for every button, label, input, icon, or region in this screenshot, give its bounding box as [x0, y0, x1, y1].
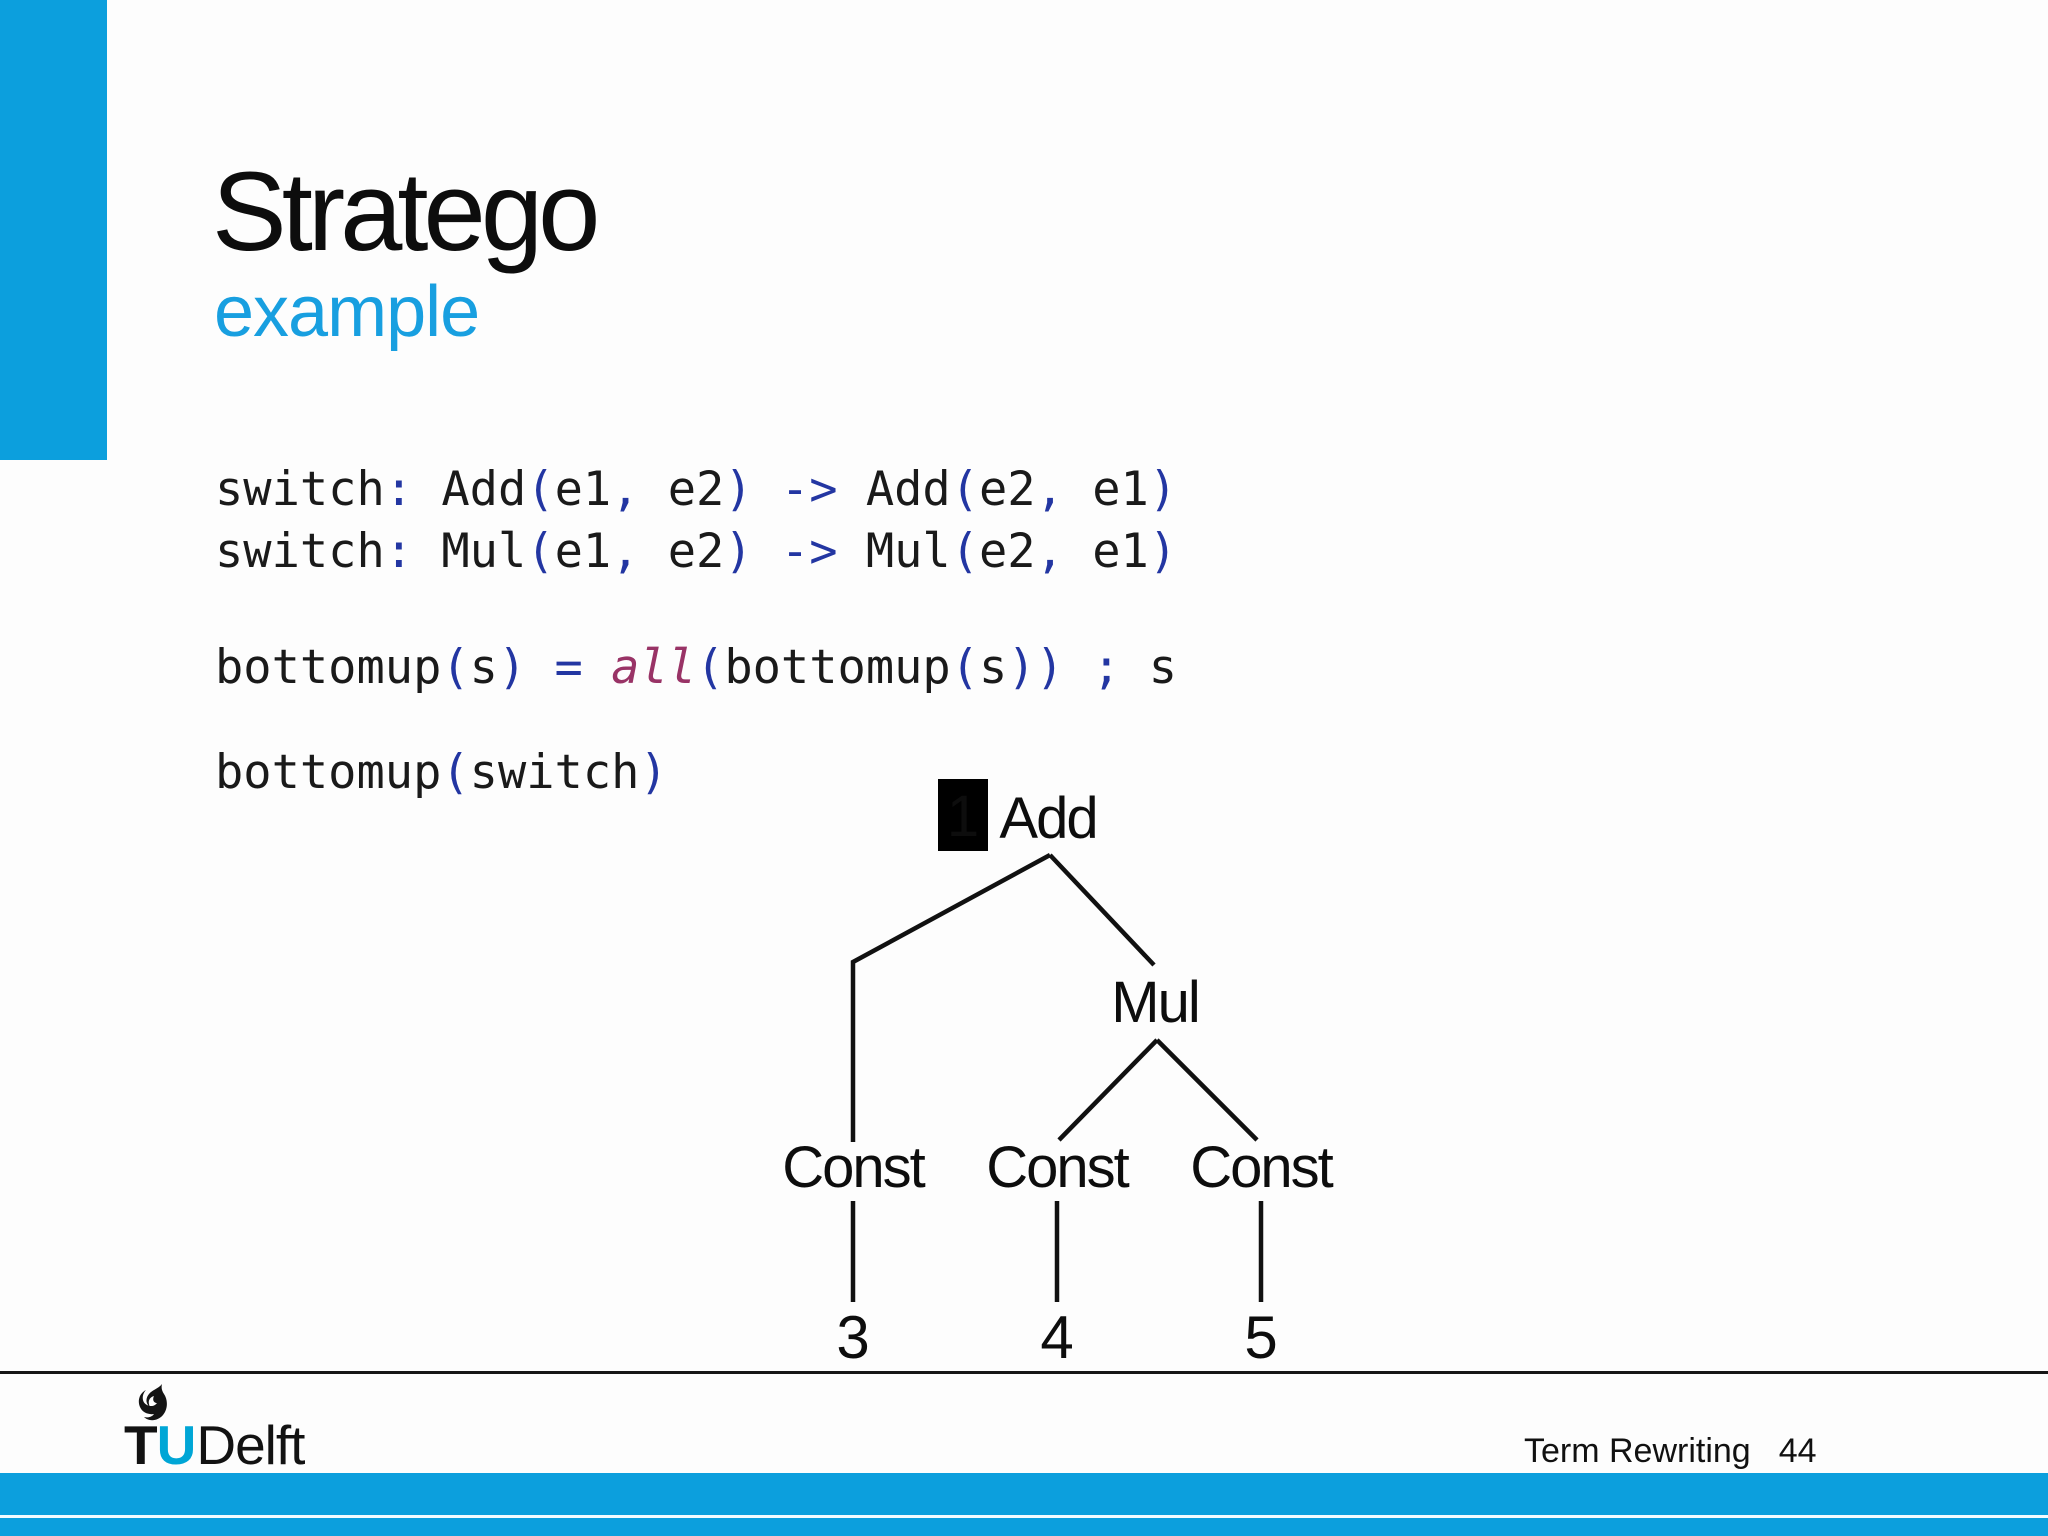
tree-node-const-right: Const	[1190, 1135, 1333, 1200]
code-token: ,	[611, 524, 668, 579]
footer-blue-band-divider	[0, 1515, 2048, 1518]
page-number: 44	[1778, 1432, 1817, 1470]
code-token: (	[950, 462, 980, 517]
code-token: e1	[554, 524, 612, 579]
code-token: Mul	[441, 524, 527, 579]
left-accent-bar	[0, 0, 107, 460]
tree-node-const-mid: Const	[986, 1135, 1129, 1200]
code-token: ,	[1035, 462, 1093, 517]
footer-blue-band-lower	[0, 1518, 2048, 1536]
code-token: Mul	[865, 524, 951, 579]
tree-node-const-left: Const	[782, 1135, 925, 1200]
tree-leaf-4: 4	[1040, 1304, 1073, 1371]
code-token: )	[1148, 462, 1178, 517]
code-token: ;	[1063, 640, 1149, 695]
code-token: :	[384, 462, 442, 517]
code-token: switch	[469, 745, 640, 800]
code-token: (	[950, 640, 980, 695]
code-token: )	[724, 524, 753, 579]
footer-blue-band	[0, 1473, 2048, 1515]
code-token: (	[696, 640, 725, 695]
code-token: ->	[752, 524, 866, 579]
code-token: all	[611, 640, 697, 695]
code-token: Add	[865, 462, 951, 517]
code-token: e2	[667, 462, 725, 517]
code-token: )	[639, 745, 668, 800]
tree-leaf-5: 5	[1244, 1304, 1277, 1371]
edge-add-to-mul	[1048, 853, 1156, 967]
code-token: (	[441, 640, 470, 695]
edge-mul-to-mid-const	[1057, 1038, 1159, 1142]
tudelft-logo: TUDelft	[124, 1384, 344, 1473]
code-token: ,	[611, 462, 668, 517]
code-token: e1	[554, 462, 612, 517]
logo-delft: Delft	[196, 1414, 305, 1476]
code-token: ,	[1035, 524, 1093, 579]
tree-node-add: Add	[999, 786, 1096, 851]
code-token: (	[441, 745, 470, 800]
code-token: s	[979, 640, 1008, 695]
code-token: )	[724, 462, 753, 517]
code-token: switch	[215, 462, 385, 517]
code-line-3: bottomup(s) = all(bottomup(s)) ; s	[215, 637, 1177, 699]
tudelft-wordmark: TUDelft	[124, 1418, 305, 1473]
code-line-2: switch: Mul(e1, e2) -> Mul(e2, e1)	[215, 521, 1177, 583]
code-token: switch	[215, 524, 385, 579]
tree-node-mul: Mul	[1111, 970, 1198, 1035]
code-token: :	[384, 524, 442, 579]
code-line-4: bottomup(switch)	[215, 742, 668, 804]
code-token: e2	[667, 524, 725, 579]
code-line-1: switch: Add(e1, e2) -> Add(e2, e1)	[215, 459, 1177, 521]
code-token: (	[950, 524, 980, 579]
code-token: e2	[979, 462, 1036, 517]
code-token: ->	[752, 462, 866, 517]
code-token: e2	[979, 524, 1036, 579]
code-token: )	[497, 640, 527, 695]
footer-divider	[0, 1371, 2048, 1374]
code-token: ))	[1007, 640, 1064, 695]
course-title: Term Rewriting	[1524, 1432, 1751, 1470]
code-token: bottomup	[215, 640, 442, 695]
slide-title: Stratego	[212, 149, 600, 274]
code-token: s	[1148, 640, 1178, 695]
code-token: (	[526, 524, 555, 579]
edge-mul-to-right-const	[1155, 1038, 1259, 1142]
code-token: =	[526, 640, 612, 695]
code-token: Add	[441, 462, 527, 517]
code-token: (	[526, 462, 555, 517]
edge-add-to-left-const	[850, 853, 1052, 1142]
tudelft-flame-icon	[138, 1384, 167, 1421]
tree-leaf-3: 3	[836, 1304, 869, 1371]
footer-page-info: Term Rewriting 44	[1524, 1432, 1817, 1471]
code-token: )	[1148, 524, 1178, 579]
code-token: e1	[1092, 524, 1149, 579]
step-badge	[938, 779, 988, 851]
logo-letter-t: T	[124, 1414, 158, 1476]
slide-subtitle: example	[214, 272, 480, 352]
logo-letter-u: U	[156, 1414, 197, 1476]
code-token: s	[469, 640, 498, 695]
step-badge-number: 1	[947, 784, 979, 849]
code-token: bottomup	[724, 640, 951, 695]
code-token: bottomup	[215, 745, 442, 800]
code-token: e1	[1092, 462, 1149, 517]
